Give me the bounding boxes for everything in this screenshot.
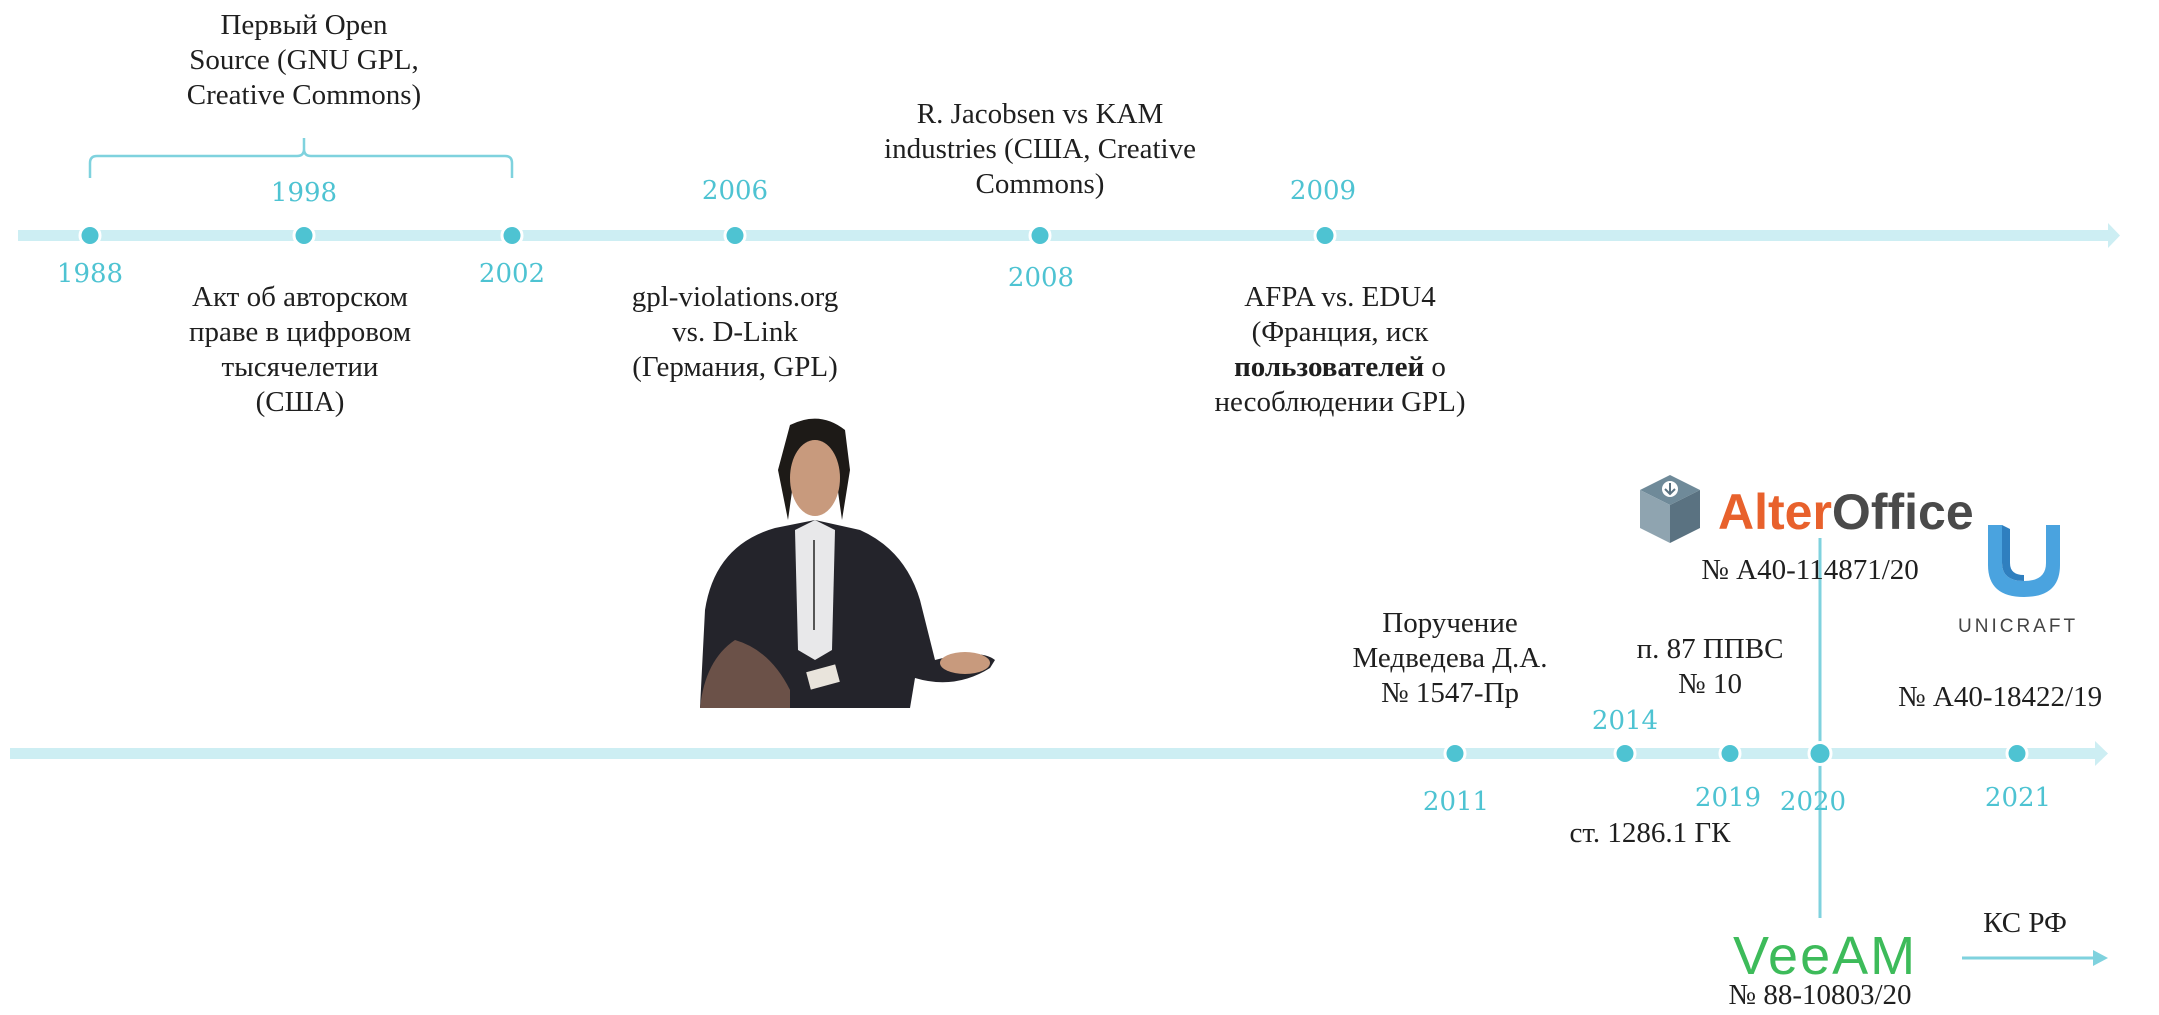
ks-rf-arrowhead (2093, 950, 2108, 966)
year-label-2020: 2020 (1779, 787, 1847, 817)
year-label-2021: 2021 (1984, 783, 2052, 813)
event-medvedev-line-2: Медведева Д.А. (1352, 642, 1548, 674)
event-medvedev: Поручение Медведева Д.А. № 1547-Пр (1310, 606, 1590, 711)
dot-2020 (1807, 741, 1833, 766)
event-ppvs-line-2: № 10 (1678, 668, 1742, 700)
dot-1998 (292, 224, 316, 247)
year-label-2006: 2006 (701, 176, 769, 206)
event-afpa-line-3-rest: о (1424, 351, 1446, 383)
dot-2002 (500, 224, 524, 247)
event-medvedev-line-3: № 1547-Пр (1380, 677, 1520, 709)
event-open-source: Первый Open Source (GNU GPL, Creative Co… (154, 8, 454, 113)
dot-2006 (723, 224, 747, 247)
alteroffice-logo-icon (1640, 475, 1700, 543)
unicraft-logo-icon (1988, 525, 2060, 597)
year-label-1988: 1988 (56, 259, 124, 289)
event-jacobsen-line-3: Commons) (975, 168, 1105, 200)
unicraft-case-number: № А40-18422/19 (1898, 681, 2103, 713)
ks-rf-label: КС РФ (1983, 907, 2067, 939)
event-dmca-line-4: (США) (255, 386, 345, 418)
event-dmca-line-1: Акт об авторском (192, 281, 408, 313)
year-label-2002: 2002 (478, 259, 546, 289)
event-afpa-line-4: несоблюдении GPL) (1214, 386, 1466, 418)
year-label-2009: 2009 (1289, 176, 1357, 206)
event-afpa-bold-word: пользователей (1234, 351, 1425, 383)
event-dmca-line-3: тысячелетии (221, 351, 379, 383)
timeline-2-arrowhead (2095, 741, 2108, 766)
event-jacobsen-line-2: industries (США, Creative (884, 133, 1196, 165)
event-afpa-line-2: (Франция, иск (1251, 316, 1429, 348)
dot-1988 (78, 224, 102, 247)
event-gk: ст. 1286.1 ГК (1569, 817, 1731, 849)
alteroffice-logo: AlterOffice (1718, 483, 1974, 541)
dot-2014 (1613, 742, 1637, 765)
year-label-1998: 1998 (270, 178, 338, 208)
event-open-source-line-3: Creative Commons) (186, 79, 422, 111)
unicraft-logo-text: UNICRAFT (1958, 616, 2079, 637)
event-afpa: AFPA vs. EDU4 (Франция, иск пользователе… (1150, 280, 1530, 420)
event-jacobsen: R. Jacobsen vs KAM industries (США, Crea… (840, 97, 1240, 202)
event-ppvs: п. 87 ППВС № 10 (1610, 632, 1810, 702)
dot-2019 (1718, 742, 1742, 765)
event-open-source-line-1: Первый Open (220, 9, 388, 41)
event-open-source-line-2: Source (GNU GPL, (189, 44, 419, 76)
dot-2011 (1443, 742, 1467, 765)
dot-2009 (1313, 224, 1337, 247)
event-dmca: Акт об авторском праве в цифровом тысяче… (150, 280, 450, 420)
event-medvedev-line-1: Поручение (1382, 607, 1518, 639)
timeline-1-arrowhead (2108, 223, 2120, 248)
event-gpl-violations-line-1: gpl-violations.org (631, 281, 839, 313)
veeam-case-number: № 88-10803/20 (1728, 979, 1912, 1011)
bracket-1988-2002 (88, 138, 514, 178)
event-jacobsen-line-1: R. Jacobsen vs KAM (916, 98, 1164, 130)
event-gpl-violations-line-2: vs. D-Link (672, 316, 798, 348)
year-label-2008: 2008 (1007, 263, 1075, 293)
year-label-2011: 2011 (1422, 787, 1490, 817)
event-ppvs-line-1: п. 87 ППВС (1636, 633, 1784, 665)
dot-2021 (2005, 742, 2029, 765)
timeline-1-bar (18, 230, 2108, 241)
event-gpl-violations-line-3: (Германия, GPL) (632, 351, 838, 383)
meme-figure (690, 418, 995, 708)
event-afpa-line-3: пользователей о (1150, 350, 1530, 385)
year-label-2014: 2014 (1591, 706, 1659, 736)
alteroffice-logo-office: Office (1831, 484, 1974, 540)
timeline-2-bar (10, 748, 2095, 759)
event-dmca-line-2: праве в цифровом (188, 316, 412, 348)
dot-2008 (1028, 224, 1052, 247)
event-gpl-violations: gpl-violations.org vs. D-Link (Германия,… (585, 280, 885, 385)
alteroffice-case-number: № А40-114871/20 (1701, 554, 1919, 586)
year-label-2019: 2019 (1694, 783, 1762, 813)
veeam-logo: VeeAM (1733, 926, 1918, 986)
alteroffice-logo-alter: Alter (1718, 484, 1832, 540)
event-afpa-line-1: AFPA vs. EDU4 (1244, 281, 1436, 313)
